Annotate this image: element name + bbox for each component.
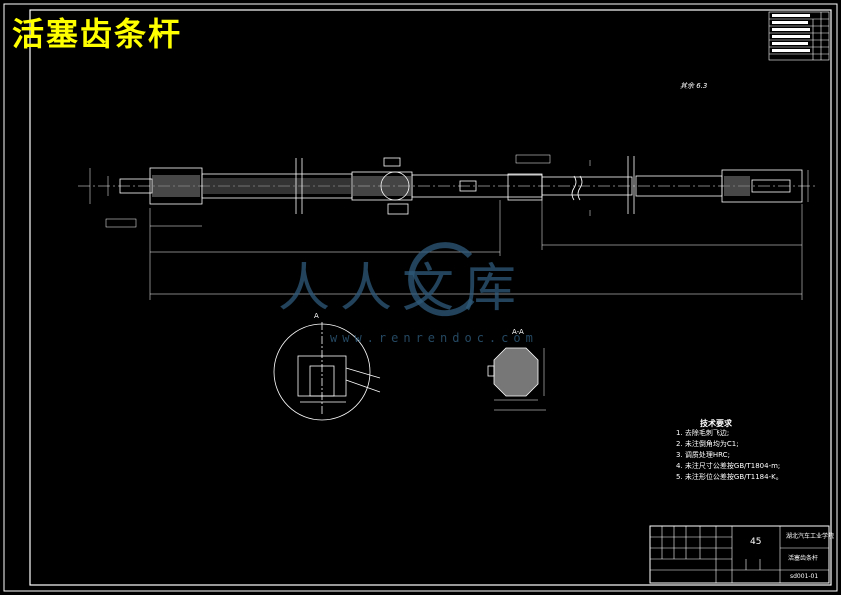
section-label-aa: A-A xyxy=(512,328,524,336)
shaft-main-view xyxy=(78,156,818,215)
top-right-table xyxy=(768,11,830,61)
watermark-text: 人人文库 xyxy=(278,259,527,319)
part-name: 活塞齿条杆 xyxy=(788,555,819,562)
dimension-lines xyxy=(89,154,809,300)
title-block xyxy=(649,525,830,584)
outer-border xyxy=(3,3,838,592)
inner-border xyxy=(29,9,832,586)
watermark-url: www.renrendoc.com xyxy=(330,331,538,345)
roughness-note: 其余 6.3 xyxy=(680,82,708,90)
material-label: 45 xyxy=(750,537,762,547)
requirements-heading: 技术要求 xyxy=(700,419,732,428)
requirement-item: 2. 未注倒角均为C1; xyxy=(676,440,739,448)
section-view-aa xyxy=(487,347,546,411)
drawing-number: sd001-01 xyxy=(790,573,819,580)
requirement-item: 4. 未注尺寸公差按GB/T1804-m; xyxy=(676,462,781,470)
watermark-logo xyxy=(408,242,475,317)
section-view-a xyxy=(273,322,381,421)
requirements-list: 1. 去除毛刺飞边; 2. 未注倒角均为C1; 3. 调质处理HRC; 4. 未… xyxy=(676,428,783,483)
requirement-item: 5. 未注形位公差按GB/T1184-K。 xyxy=(676,473,783,481)
requirement-item: 1. 去除毛刺飞边; xyxy=(676,429,730,437)
school-name: 湖北汽车工业学院 xyxy=(786,533,835,540)
requirement-item: 3. 调质处理HRC; xyxy=(676,451,730,459)
drawing-title: 活塞齿条杆 xyxy=(12,15,183,53)
section-label-a: A xyxy=(314,312,319,320)
